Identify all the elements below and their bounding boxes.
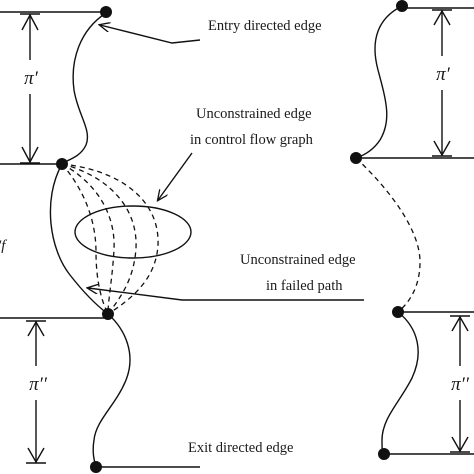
right-pi-prime-label: π′ xyxy=(436,64,451,85)
pi-prime-arrow-up xyxy=(21,13,39,31)
entry-edge-pointer xyxy=(100,25,201,44)
right-dashed-edge xyxy=(355,157,421,313)
right-pi-prime-label-bg xyxy=(428,56,456,90)
right-top-node xyxy=(396,0,408,12)
pi-double-prime-path-curve xyxy=(92,313,131,468)
failed-path-label-line1: Unconstrained edge xyxy=(240,252,356,268)
pi-prime-path-curve xyxy=(61,12,107,165)
cfg-edge-pointer xyxy=(158,152,193,200)
lower-node-left xyxy=(102,308,114,320)
mid-node-left xyxy=(56,158,68,170)
entry-node xyxy=(100,6,112,18)
right-pi-prime-arrow-down xyxy=(433,140,451,157)
dashed-edge-3 xyxy=(61,163,115,315)
right-pi-double-prime-arrow-up xyxy=(451,315,469,332)
right-lower-node xyxy=(392,306,404,318)
failed-path-pointer xyxy=(88,288,364,301)
dashed-edge-1 xyxy=(61,163,159,315)
pi-double-prime-label: π′′ xyxy=(29,374,48,395)
right-pi-double-prime-arrow-down xyxy=(451,436,469,453)
failed-path-curve xyxy=(49,163,109,315)
unconstrained-edge-ellipse xyxy=(74,205,192,259)
exit-edge-label: Exit directed edge xyxy=(188,440,293,456)
right-bottom-node xyxy=(378,448,390,460)
dashed-edge-4 xyxy=(61,163,109,315)
cfg-label-line1: Unconstrained edge xyxy=(196,106,312,122)
cfg-label-line2: in control flow graph xyxy=(190,132,314,148)
pi-double-prime-arrow-down xyxy=(27,447,45,464)
right-pi-double-prime-label: π′′ xyxy=(451,374,470,395)
pi-prime-label: π′ xyxy=(24,68,39,89)
pi-double-prime-label-bg xyxy=(22,366,54,400)
right-pi-double-prime-label-bg xyxy=(442,366,474,400)
dashed-edge-2 xyxy=(61,163,137,315)
right-pi-prime-arrow-up xyxy=(433,9,451,26)
pi-prime-arrow-down xyxy=(21,146,39,164)
entry-edge-label: Entry directed edge xyxy=(208,18,322,34)
right-pi-prime-curve xyxy=(355,5,403,159)
right-pi-double-prime-curve xyxy=(381,311,419,455)
right-mid-node xyxy=(350,152,362,164)
edge-symbol-partial: ′f xyxy=(0,238,7,254)
pi-double-prime-arrow-up xyxy=(27,320,45,337)
pi-prime-label-bg xyxy=(18,60,44,94)
exit-node xyxy=(90,461,102,473)
failed-path-label-line2: in failed path xyxy=(266,278,343,294)
